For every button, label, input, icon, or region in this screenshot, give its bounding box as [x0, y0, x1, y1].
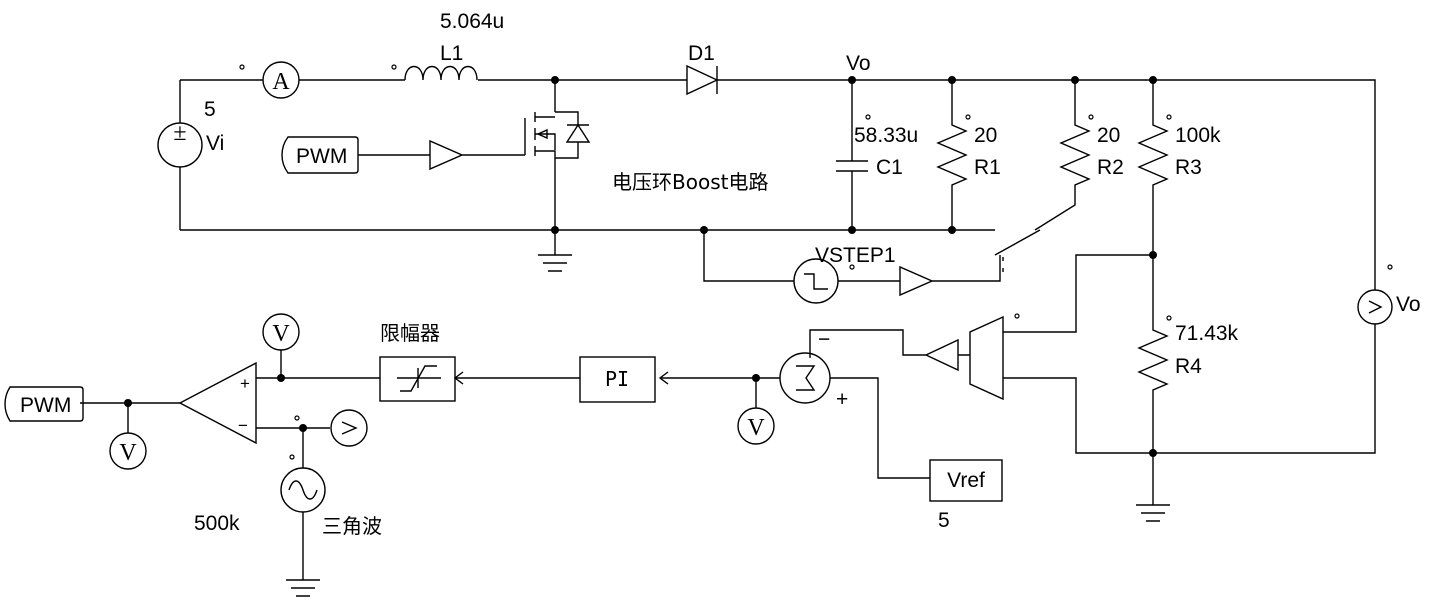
- vref-value: 5: [938, 509, 950, 532]
- c1-value: 58.33u: [854, 124, 918, 147]
- power-stage: ±: [157, 61, 1393, 522]
- summing-junction: [779, 352, 831, 404]
- comparator-minus: −: [238, 416, 248, 435]
- r4-name: R4: [1175, 355, 1202, 378]
- pi-controller-block: [579, 356, 656, 403]
- vo-node-label: Vo: [846, 52, 871, 75]
- pwm-bottom-label: PWM: [20, 394, 71, 417]
- pwm-top-label: PWM: [296, 145, 347, 168]
- inductor-l1: [391, 64, 478, 81]
- r2-value: 20: [1097, 124, 1120, 147]
- r3-value: 100k: [1175, 124, 1221, 147]
- r1-name: R1: [974, 156, 1001, 179]
- voltage-sensor: [809, 254, 1153, 401]
- pwm-output-tag: [4, 386, 84, 422]
- r4-value: 71.43k: [1175, 322, 1239, 345]
- resistor-r3: [1137, 76, 1172, 255]
- comparator-plus: +: [240, 374, 250, 393]
- ammeter-symbol: [262, 61, 300, 99]
- vi-value: 5: [204, 98, 216, 121]
- r3-name: R3: [1175, 156, 1202, 179]
- diode-d1: [677, 64, 719, 96]
- vref-block: [929, 459, 1003, 502]
- voltmeter-label: V: [747, 415, 765, 441]
- vstep-name: VSTEP1: [815, 244, 896, 267]
- l1-value: 5.064u: [440, 10, 504, 33]
- svg-text:±: ±: [173, 120, 186, 146]
- sum-minus: −: [818, 328, 830, 351]
- capacitor-c1: [836, 76, 871, 234]
- vstep-source: [700, 226, 1004, 304]
- voltmeter-label: V: [119, 440, 137, 466]
- l1-name: L1: [440, 42, 463, 65]
- circuit-title: 电压环Boost电路: [612, 170, 768, 194]
- ammeter-label: A: [272, 69, 290, 95]
- vo-meter-label: Vo: [1396, 293, 1421, 316]
- vi-name: Vi: [206, 132, 224, 155]
- limiter-label: 限幅器: [380, 321, 440, 345]
- sum-plus: +: [836, 388, 848, 411]
- mosfet-switch: [524, 80, 591, 230]
- limiter-block: [256, 356, 456, 402]
- ground-symbol-1: [538, 226, 572, 272]
- triangle-name: 三角波: [322, 514, 382, 538]
- resistor-r4: [1136, 251, 1172, 522]
- control-loop: [4, 313, 1003, 597]
- c1-name: C1: [876, 156, 903, 179]
- voltmeter-label: V: [272, 321, 290, 347]
- r1-value: 20: [974, 124, 997, 147]
- resistor-r2: [994, 76, 1094, 256]
- resistor-r1: [936, 76, 971, 234]
- vo-voltmeter: [1003, 264, 1393, 454]
- gate-drive: [281, 136, 525, 174]
- d1-name: D1: [688, 42, 715, 65]
- triangle-frequency: 500k: [194, 512, 240, 535]
- pi-label: PI: [605, 367, 629, 391]
- r2-name: R2: [1097, 156, 1124, 179]
- comparator: [80, 361, 368, 597]
- vref-name: Vref: [947, 469, 985, 492]
